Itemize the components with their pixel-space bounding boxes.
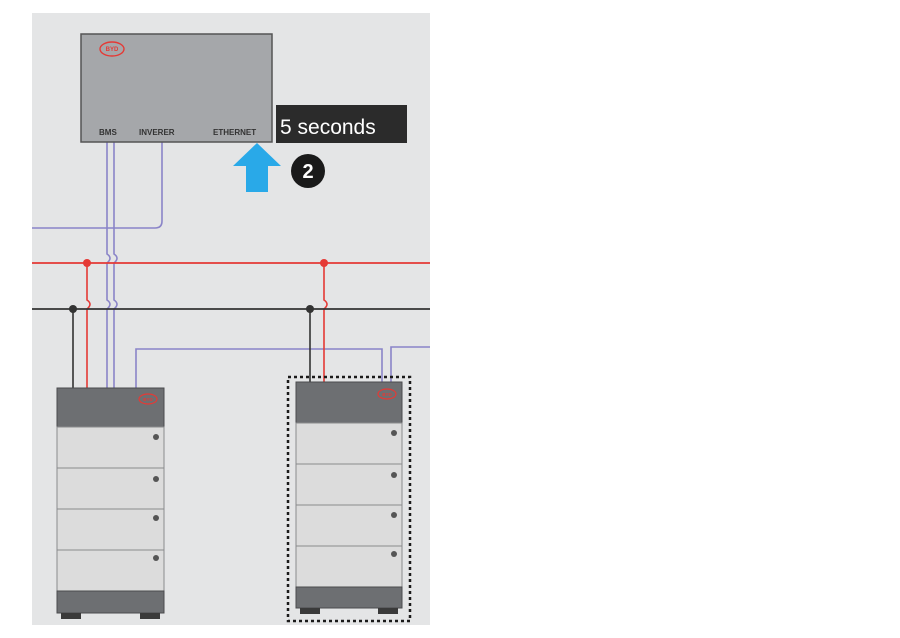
negative-junction-1	[69, 305, 77, 313]
positive-junction-1	[83, 259, 91, 267]
tower-1-logo-icon	[138, 393, 158, 405]
bms-comm-wire-tower-1	[106, 142, 111, 388]
tower-2-module-4-button-icon	[391, 551, 397, 557]
negative-junction-2	[306, 305, 314, 313]
duration-badge-text: 5 seconds	[280, 116, 376, 139]
tower-2-top-controller	[295, 381, 403, 424]
tower-1-module-2-button-icon	[153, 476, 159, 482]
tower-2-module-2-button-icon	[391, 472, 397, 478]
bms-port-label: BMS	[99, 128, 117, 137]
step-number-text: 2	[302, 161, 313, 183]
inverter-comm-wire	[32, 142, 163, 229]
tower-1-module-4	[56, 549, 165, 592]
ethernet-port-label: ETHERNET	[213, 128, 256, 137]
tower-2-module-3-button-icon	[391, 512, 397, 518]
tower-1-foot-right	[140, 613, 160, 619]
tower-1-module-3	[56, 508, 165, 551]
tower-2-module-1-button-icon	[391, 430, 397, 436]
tower-2-module-1	[295, 422, 403, 465]
tower-2-highlight-frame	[286, 375, 412, 623]
tower-2-module-4	[295, 545, 403, 588]
tower-2-foot-left	[300, 608, 320, 614]
inverter-port-label: INVERER	[139, 128, 175, 137]
duration-badge: 5 seconds	[276, 105, 407, 143]
tower-2-base	[295, 586, 403, 609]
tower-1-module-3-button-icon	[153, 515, 159, 521]
battery-tower-1: BYD	[56, 387, 165, 619]
tower-1-module-2	[56, 467, 165, 510]
tower-2-logo-icon	[377, 388, 397, 400]
byd-logo-icon	[99, 41, 125, 57]
tower-1-foot-left	[61, 613, 81, 619]
tower-2-foot-right	[378, 608, 398, 614]
tower-2-module-2	[295, 463, 403, 506]
tower-2-logo-text: BYD	[382, 392, 392, 397]
tower-1-module-1-button-icon	[153, 434, 159, 440]
wiring	[32, 142, 430, 388]
controller-logo: BYD	[99, 41, 125, 57]
bms-comm-wire-tower-1b	[113, 142, 118, 388]
tower-1-module-4-button-icon	[153, 555, 159, 561]
duration-badge-bg	[276, 105, 407, 143]
tower-1-base	[56, 590, 165, 614]
battery-tower-2: BYD	[286, 375, 412, 623]
positive-junction-2	[320, 259, 328, 267]
controller-box: BYD BMS INVERER ETHERNET	[80, 33, 273, 143]
tower-link-comm-wire	[135, 348, 383, 388]
up-arrow-icon	[233, 143, 281, 192]
tower-1-module-1	[56, 426, 165, 469]
step-number-circle	[291, 154, 325, 188]
tower-2-outgoing-comm-wire	[390, 346, 430, 382]
tower-2-module-3	[295, 504, 403, 547]
tower-1-logo-text: BYD	[143, 397, 153, 402]
controller-logo-text: BYD	[106, 47, 119, 53]
step-number-badge: 2	[291, 154, 325, 188]
controller-body	[80, 33, 273, 143]
